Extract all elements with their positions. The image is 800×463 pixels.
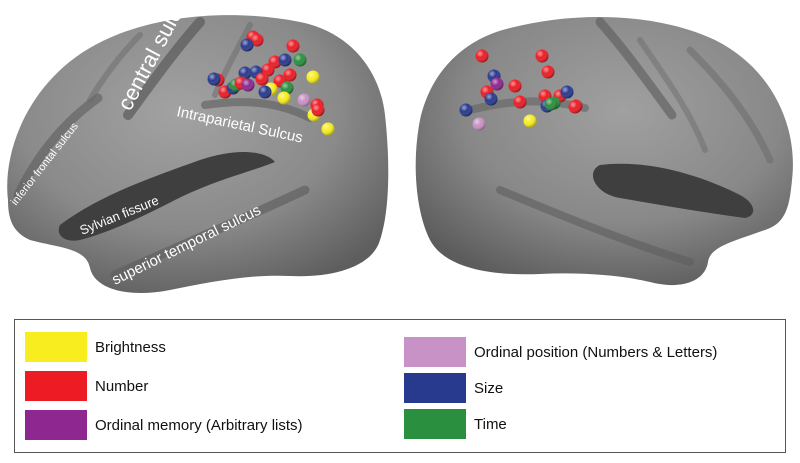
right-temporal-groove — [496, 186, 694, 266]
focus-shading — [513, 95, 527, 109]
right-foci — [459, 49, 583, 131]
legend-label-number: Number — [95, 377, 149, 395]
legend-swatch-ordinal-memory — [25, 410, 87, 440]
intraparietal-groove — [201, 98, 314, 122]
focus-shading — [568, 100, 582, 114]
focus-shading — [280, 81, 294, 95]
focus-shading — [508, 79, 522, 93]
legend-item-brightness: Brightness — [25, 332, 166, 362]
focus-shading — [258, 85, 272, 99]
focus-shading — [321, 122, 335, 136]
right-central-groove — [595, 17, 677, 120]
focus-shading — [277, 91, 291, 105]
legend: Brightness Number Ordinal memory (Arbitr… — [14, 319, 786, 453]
legend-item-ordinal-memory: Ordinal memory (Arbitrary lists) — [25, 410, 303, 440]
focus-shading — [490, 77, 504, 91]
superior-temporal-groove — [110, 185, 310, 280]
left-foci — [207, 30, 335, 136]
left-hemisphere: central sulcus Intraparietal Sulcus infe… — [7, 0, 389, 294]
legend-swatch-number — [25, 371, 87, 401]
postcentral-groove — [212, 22, 253, 98]
legend-item-size: Size — [404, 373, 503, 403]
legend-swatch-size — [404, 373, 466, 403]
focus-shading — [255, 72, 269, 86]
central-sulcus-groove — [123, 17, 205, 120]
inferior-frontal-groove — [13, 93, 103, 200]
focus-shading — [207, 72, 221, 86]
focus-shading — [283, 68, 297, 82]
legend-label-ordinal-position: Ordinal position (Numbers & Letters) — [474, 343, 718, 361]
right-sylvian-shape — [592, 163, 754, 218]
focus-shading — [238, 66, 252, 80]
right-frontal-groove-2 — [637, 37, 708, 153]
focus-shading — [240, 38, 254, 52]
focus-shading — [544, 97, 558, 111]
legend-swatch-time — [404, 409, 466, 439]
legend-item-ordinal-position: Ordinal position (Numbers & Letters) — [404, 337, 717, 367]
left-hemisphere-surface — [7, 15, 389, 294]
focus-shading — [306, 70, 320, 84]
right-hemisphere — [415, 16, 793, 286]
focus-shading — [250, 33, 264, 47]
legend-swatch-brightness — [25, 332, 87, 362]
focus-shading — [484, 92, 498, 106]
legend-item-time: Time — [404, 409, 507, 439]
right-frontal-groove — [686, 46, 774, 164]
legend-label-time: Time — [474, 415, 507, 433]
focus-shading — [475, 49, 489, 63]
precentral-groove — [87, 32, 143, 103]
legend-label-size: Size — [474, 379, 504, 397]
right-hemisphere-surface — [415, 16, 793, 286]
focus-shading — [241, 78, 255, 92]
legend-swatch-ordinal-position — [404, 337, 466, 367]
focus-shading — [472, 117, 486, 131]
legend-label-brightness: Brightness — [95, 338, 166, 356]
sylvian-fissure-shape — [58, 151, 276, 241]
focus-shading — [459, 103, 473, 117]
focus-shading — [523, 114, 537, 128]
focus-shading — [293, 53, 307, 67]
legend-label-ordinal-memory: Ordinal memory (Arbitrary lists) — [95, 416, 303, 434]
focus-shading — [278, 53, 292, 67]
focus-shading — [286, 39, 300, 53]
focus-shading — [560, 85, 574, 99]
brain-figure: central sulcus Intraparietal Sulcus infe… — [7, 0, 793, 294]
focus-shading — [297, 93, 311, 107]
legend-item-number: Number — [25, 371, 148, 401]
focus-shading — [311, 103, 325, 117]
focus-shading — [541, 65, 555, 79]
focus-shading — [535, 49, 549, 63]
